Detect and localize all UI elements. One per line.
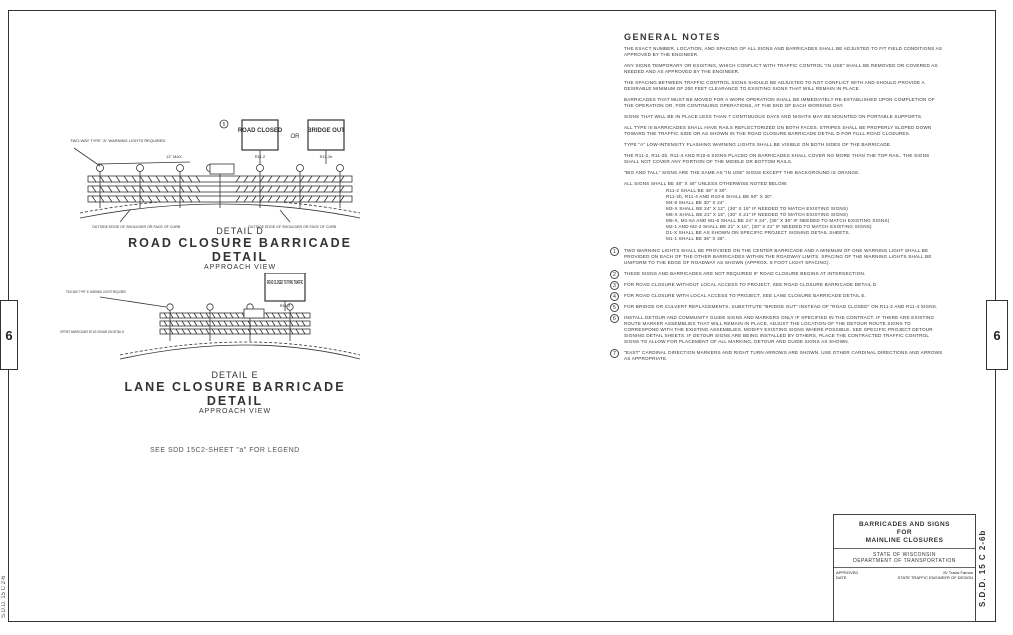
approval-block: APPROVED DATE /S/ Travis Farrow STATE TR… [834, 568, 975, 582]
note-paragraph: ALL SIGNS SHALL BE 48" X 48" UNLESS OTHE… [624, 181, 788, 186]
callout-lights: TWO-WAY TYPE "A" WARNING LIGHTS REQUIRED [70, 138, 166, 143]
callout-max: 12" MAX. [166, 154, 183, 159]
agency-name: STATE OF WISCONSIN DEPARTMENT OF TRANSPO… [834, 549, 975, 568]
road-surface-line [119, 344, 360, 360]
detail-d-label: DETAIL D [216, 226, 264, 236]
detail-e-drawing: ROAD CLOSED TO THRU TRAFFIC R11-4 TWO-WA… [60, 273, 360, 360]
road-closed-sign [241, 119, 279, 151]
general-notes: GENERAL NOTES THE EXACT NUMBER, LOCATION… [610, 32, 945, 367]
approved-label: APPROVED [836, 570, 859, 575]
callout-offset: OFFSET BARRICADES 50' AS SHOWN ON DETAIL… [60, 330, 124, 334]
size-item: R11-2b, R11-4 AND R10-6 SHALL BE 60" X 3… [666, 194, 774, 199]
callout-edge-left: OUTSIDE EDGE OF SHOULDER OR FACE OF CURB [92, 225, 181, 229]
detail-d-caption: DETAIL D ROAD CLOSURE BARRICADE DETAIL A… [120, 226, 360, 271]
size-item: R11-2 SHALL BE 48" X 30". [666, 188, 728, 193]
note-number-circle: 3 [610, 281, 619, 290]
svg-text:5: 5 [223, 122, 226, 128]
callout-lights: TWO-WAY TYPE "A" WARNING LIGHTS REQUIRED [66, 290, 126, 294]
note-number-circle: 1 [610, 247, 619, 256]
size-item: M3-X SHALL BE 24" X 12", (36" X 18" IF N… [666, 206, 848, 211]
detail-e-label: DETAIL E [211, 370, 259, 380]
detail-d-subtitle: APPROACH VIEW [203, 264, 277, 271]
road-closed-thru-traffic-sign [264, 273, 306, 302]
callout-edge-right: OUTSIDE EDGE OF SHOULDER OR FACE OF CURB [248, 225, 337, 229]
title-block: BARRICADES AND SIGNS FOR MAINLINE CLOSUR… [833, 514, 976, 622]
barricade-row [159, 307, 311, 341]
date-label: DATE [836, 575, 847, 580]
detail-d-drawing: ROAD CLOSED OR BRIDGE OUT R11-2 R11-2b 5… [70, 119, 361, 229]
legend-reference: SEE SDD 15C2-SHEET "a" FOR LEGEND [150, 447, 300, 454]
sign-sizes-list: R11-2 SHALL BE 48" X 30". R11-2b, R11-4 … [652, 188, 945, 242]
note-paragraph: THE R11-2, R11-2b, R11-4 AND R10-6 SIGNS… [624, 153, 930, 164]
note-paragraph: ALL TYPE III BARRICADES SHALL HAVE RAILS… [624, 125, 932, 136]
left-margin-code: S.D.D. 15 C 2-6 [1, 575, 7, 618]
barricade-row [87, 168, 353, 208]
sign-code-r11-4: R11-4 [280, 303, 291, 308]
detail-d-title: ROAD CLOSURE BARRICADE DETAIL [128, 236, 352, 264]
size-item: M5-X, M1-5A AND M1-6 SHALL BE 24" X 24",… [666, 218, 890, 223]
standard-detail-code: S.D.D. 15 C 2-6b [978, 529, 987, 607]
note-paragraph: SIGNS THAT WILL BE IN PLACE LESS THAN 7 … [624, 114, 923, 119]
note-paragraph: "BIG AND TALL" SIGNS ARE THE SAME AS "IN… [624, 170, 861, 175]
right-sheet-tab: 6 [986, 300, 1008, 370]
note-paragraph: THE EXACT NUMBER, LOCATION, AND SPACING … [624, 46, 943, 57]
note-5-marker [219, 119, 229, 129]
detail-e-subtitle: APPROACH VIEW [198, 408, 272, 415]
note-number-circle: 4 [610, 292, 619, 301]
lane-sign-text: ROAD CLOSED TO THRU TRAFFIC [267, 280, 303, 286]
detail-e-title: LANE CLOSURE BARRICADE DETAIL [124, 380, 346, 408]
sheet-title: BARRICADES AND SIGNS FOR MAINLINE CLOSUR… [834, 515, 975, 549]
size-item: M4-9 SHALL BE 30" X 24". [666, 200, 726, 205]
size-item: M2-1 AND M2-2 SHALL BE 21" X 15", (30" X… [666, 224, 872, 229]
size-item: D1-X SHALL BE AS SHOWN ON SPECIFIC PROJE… [666, 230, 851, 235]
notes-heading: GENERAL NOTES [624, 32, 721, 42]
note-paragraph: BARRICADES THAT MUST BE MOVED FOR A WORK… [624, 97, 935, 108]
note-paragraph: TYPE "A" LOW-INTENSITY FLASHING WARNING … [624, 142, 892, 147]
note-number-circle: 6 [610, 314, 619, 323]
bridge-out-text: BRIDGE OUT [307, 128, 345, 134]
sign-code-r11-2: R11-2 [255, 154, 266, 159]
note-number-circle: 2 [610, 270, 619, 279]
note-paragraph: THE SPACING BETWEEN TRAFFIC CONTROL SIGN… [624, 80, 925, 91]
sign-code-r11-2b: R11-2b [320, 154, 334, 159]
or-text: OR [291, 134, 301, 140]
road-closed-text: ROAD CLOSED [238, 128, 283, 134]
warning-light-icon [166, 303, 294, 311]
engineer-title: STATE TRAFFIC ENGINEER OF DESIGN [897, 575, 973, 580]
left-sheet-tab: 6 [0, 300, 18, 370]
note-number-circle: 7 [610, 349, 619, 358]
note-number-circle: 5 [610, 303, 619, 312]
bridge-out-sign [307, 119, 345, 151]
note-paragraph: ANY SIGNS TEMPORARY OR EXISTING, WHICH C… [624, 63, 938, 74]
detail-e-caption: DETAIL E LANE CLOSURE BARRICADE DETAIL A… [110, 370, 360, 415]
signature: /S/ Travis Farrow [942, 570, 973, 575]
numbered-note: 7"EAST" CARDINAL DIRECTION MARKERS AND R… [610, 349, 945, 362]
size-item: M6-X SHALL BE 21" X 15", (30" X 21" IF N… [666, 212, 848, 217]
size-item: M1-1 SHALL BE 36" X 36". [666, 236, 726, 241]
